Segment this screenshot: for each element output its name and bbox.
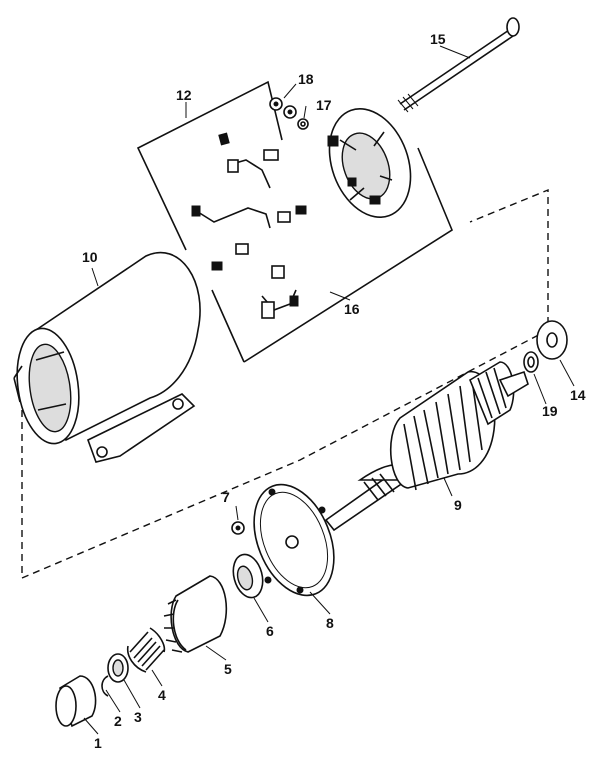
thrust-washer: [536, 320, 568, 360]
callout-17: 17: [316, 97, 332, 113]
callout-1: 1: [94, 735, 102, 751]
drive-collar: [232, 553, 264, 599]
retainer: [107, 653, 129, 683]
callout-2: 2: [114, 713, 122, 729]
callout-9: 9: [454, 497, 462, 513]
through-bolt: [397, 17, 520, 113]
assembly-boundary-dashed: [21, 188, 549, 580]
brush-holder-parts: [191, 132, 307, 319]
callout-6: 6: [266, 623, 274, 639]
washer-7: [231, 521, 245, 535]
callout-10: 10: [82, 249, 98, 265]
callout-7: 7: [222, 489, 230, 505]
nut-washer-set: [269, 97, 309, 130]
pinion-gear: [163, 575, 228, 653]
commutator-end-cap: [327, 107, 412, 219]
callout-8: 8: [326, 615, 334, 631]
callout-16: 16: [344, 301, 360, 317]
callout-19: 19: [542, 403, 558, 419]
retaining-clip: [101, 675, 109, 697]
brush-assembly-bracket-lower: [211, 147, 453, 363]
armature: [324, 361, 529, 532]
brush-assembly-bracket: [136, 80, 283, 251]
leader-lines: [83, 45, 575, 735]
callout-3: 3: [134, 709, 142, 725]
callout-14: 14: [570, 387, 586, 403]
spacer-washer: [523, 351, 539, 373]
anti-drift-spring: [126, 627, 166, 673]
callout-5: 5: [224, 661, 232, 677]
callout-4: 4: [158, 687, 166, 703]
dust-cap: [55, 675, 97, 728]
motor-housing: [13, 251, 201, 463]
callout-15: 15: [430, 31, 446, 47]
callout-18: 18: [298, 71, 314, 87]
drive-end-plate: [253, 483, 335, 597]
callout-12: 12: [176, 87, 192, 103]
